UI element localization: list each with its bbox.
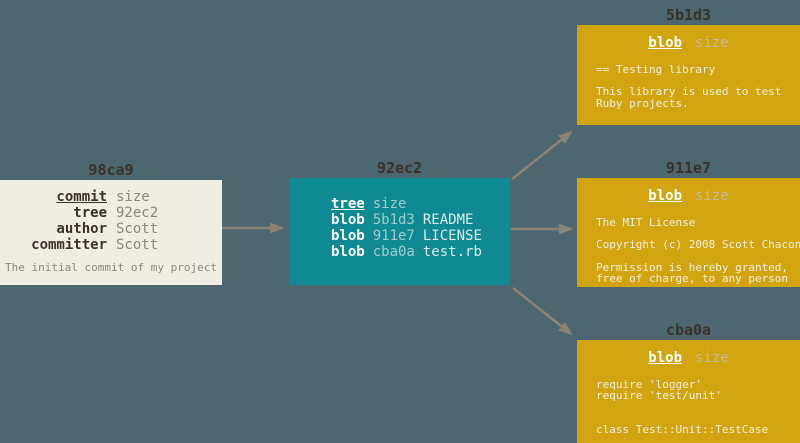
tree-entry-readme: blob 5b1d3 README <box>331 212 510 228</box>
commit-row-author: author Scott <box>0 221 222 237</box>
entry-type: blob <box>331 212 365 228</box>
commit-object-card: commit size tree 92ec2 author Scott comm… <box>0 180 222 285</box>
commit-committer-label: committer <box>31 237 107 253</box>
arrow-tree-to-blob-cba0a <box>512 287 573 336</box>
commit-author-value: Scott <box>116 221 159 237</box>
tree-entry-license: blob 911e7 LICENSE <box>331 228 510 244</box>
entry-type: blob <box>331 244 365 260</box>
tree-type-label: tree <box>331 196 365 212</box>
tree-object-card: tree size blob 5b1d3 README blob 911e7 LICENS… <box>289 178 510 285</box>
blob-hash-title-5b1d3: 5b1d3 <box>665 6 712 24</box>
blob-object-card-cba0a: blob size require 'logger' require 'test/… <box>577 340 800 443</box>
blob-content-license: The MIT License Copyright (c) 2008 Scott… <box>596 216 800 286</box>
blob-object-card-911e7: blob size The MIT License Copyright (c) 2… <box>577 178 800 287</box>
blob-header: blob size <box>577 350 800 366</box>
tree-hash-title: 92ec2 <box>376 159 423 177</box>
commit-row-type: commit size <box>0 189 222 205</box>
blob-type-label: blob <box>648 188 682 204</box>
entry-filename: LICENSE <box>422 228 482 244</box>
tree-header-row: tree size <box>331 196 510 212</box>
entry-hash: cba0a <box>372 244 415 260</box>
blob-type-label: blob <box>648 350 682 366</box>
commit-type-value: size <box>116 189 150 205</box>
arrow-tree-to-blob-5b1d3 <box>511 130 573 180</box>
blob-size-label: size <box>695 35 729 51</box>
blob-object-card-5b1d3: blob size == Testing library This library… <box>577 25 800 125</box>
commit-tree-label: tree <box>73 205 107 221</box>
entry-filename: README <box>422 212 474 228</box>
tree-entry-testrb: blob cba0a test.rb <box>331 244 510 260</box>
blob-content-testrb: require 'logger' require 'test/unit' cla… <box>596 378 769 436</box>
commit-row-committer: committer Scott <box>0 237 222 253</box>
commit-hash-title: 98ca9 <box>88 161 134 179</box>
blob-type-label: blob <box>648 35 682 51</box>
commit-author-label: author <box>56 221 107 237</box>
blob-size-label: size <box>695 188 729 204</box>
commit-tree-hash: 92ec2 <box>116 205 159 221</box>
commit-row-tree: tree 92ec2 <box>0 205 222 221</box>
blob-header: blob size <box>577 35 800 51</box>
entry-filename: test.rb <box>422 244 482 260</box>
entry-type: blob <box>331 228 365 244</box>
blob-content-readme: == Testing library This library is used … <box>596 63 782 110</box>
commit-committer-value: Scott <box>116 237 159 253</box>
blob-size-label: size <box>695 350 729 366</box>
blob-hash-title-911e7: 911e7 <box>665 159 712 177</box>
entry-hash: 5b1d3 <box>372 212 415 228</box>
entry-hash: 911e7 <box>372 228 415 244</box>
commit-message: The initial commit of my project <box>5 261 217 274</box>
blob-header: blob size <box>577 188 800 204</box>
blob-hash-title-cba0a: cba0a <box>665 321 712 339</box>
commit-type-label: commit <box>56 189 107 205</box>
tree-size-label: size <box>372 196 407 212</box>
